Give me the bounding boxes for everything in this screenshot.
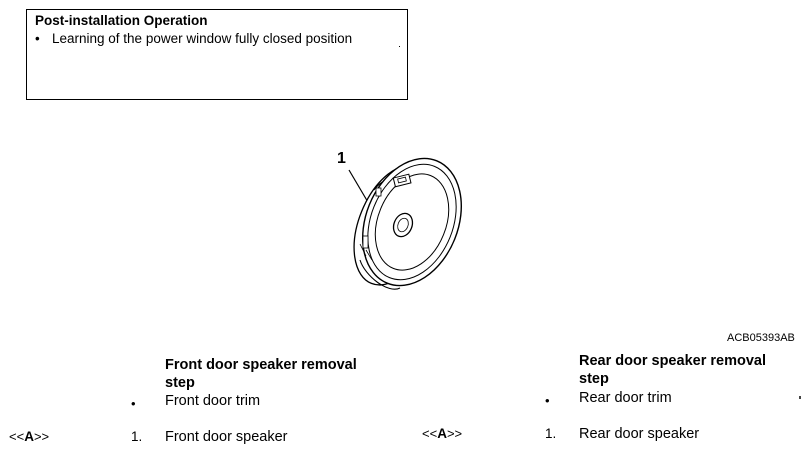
front-bullet-icon: • [131,396,136,411]
speaker-connector-slot [397,176,407,184]
front-step-title: Front door speaker removal step [165,357,357,391]
speaker-inner-rim [367,163,457,281]
front-speaker-text: Front door speaker [165,429,288,445]
rear-ref-suffix: >> [446,426,463,441]
front-step-number: 1. [131,429,143,444]
figure-code: ACB05393AB [727,332,795,344]
speaker-connector [392,173,412,188]
speaker-illustration [348,157,462,290]
speaker-dust-cap-inner [397,217,409,233]
bullet-icon: • [35,31,40,46]
rear-ref-prefix: << [422,426,438,441]
front-ref-mark: <<A>> [9,429,49,444]
post-installation-box: Post-installation Operation • Learning of… [26,9,408,100]
speaker-clip-upper [375,187,382,197]
rear-trim-text: Rear door trim [579,390,672,406]
page-edge-mark [799,396,801,399]
speaker-rib-detail [359,243,373,261]
rear-ref-mark: <<A>> [422,426,462,441]
front-ref-letter: A [24,429,34,444]
front-ref-suffix: >> [33,429,50,444]
rear-step-title: Rear door speaker removal step [579,353,766,387]
post-installation-item: • Learning of the power window fully clos… [35,31,352,46]
rear-speaker-text: Rear door speaker [579,426,700,442]
callout-number: 1 [337,150,346,167]
speaker-dust-cap [392,212,414,238]
stray-dot [399,46,400,47]
front-ref-prefix: << [9,429,25,444]
post-installation-item-text: Learning of the power window fully close… [52,31,353,46]
post-installation-title: Post-installation Operation [35,13,208,28]
rear-ref-letter: A [437,426,447,441]
front-trim-text: Front door trim [165,393,261,409]
rear-bullet-icon: • [545,393,550,408]
speaker-clip-lower [362,235,369,249]
rear-step-number: 1. [545,426,557,441]
